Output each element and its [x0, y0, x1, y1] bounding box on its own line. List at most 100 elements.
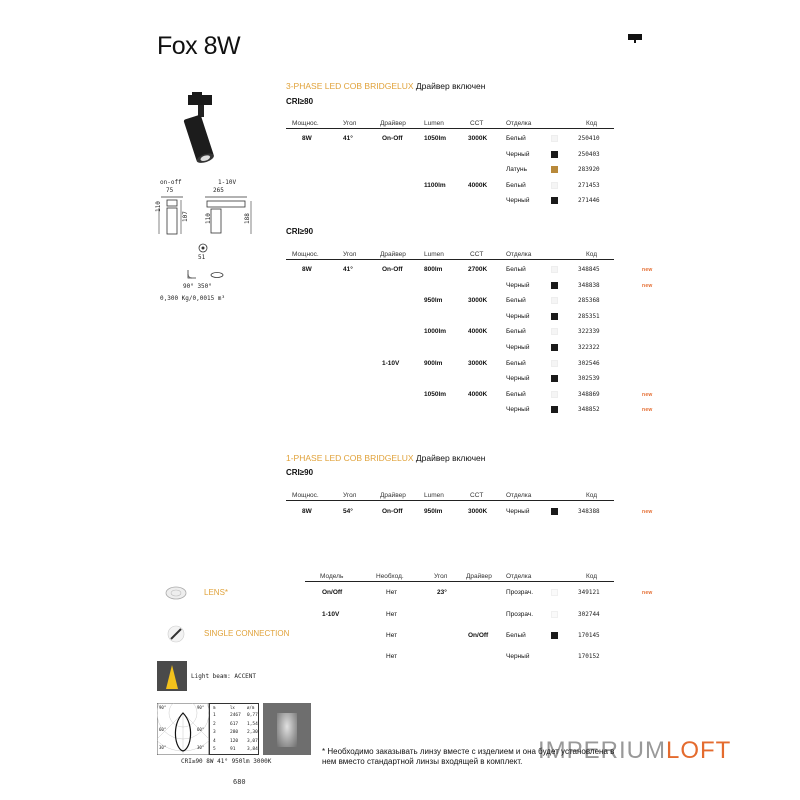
photo-table-cell: 5	[213, 747, 216, 752]
cct-cell: 4000K	[468, 328, 488, 336]
code-cell: 271453	[578, 181, 600, 189]
driver-cell: On-Off	[382, 508, 403, 515]
lumen-cell: 950lm	[424, 297, 443, 305]
finish-cell: Белый	[506, 135, 526, 142]
column-header-lumen: Lumen	[424, 120, 444, 127]
finish-swatch	[551, 359, 558, 367]
column-header-cct: CCT	[470, 251, 484, 258]
code-cell: 250403	[578, 150, 600, 158]
photo-table-cell: 91	[230, 747, 236, 752]
accessory-code: 170152	[578, 653, 600, 660]
dim-h1: 110	[155, 201, 162, 212]
column-header-finish: Отделка	[506, 120, 532, 127]
accessory-finish: Черный	[506, 653, 530, 660]
finish-cell: Латунь	[506, 166, 528, 173]
footnote: * Необходимо заказывать линзу вместе с и…	[322, 747, 615, 766]
accessory-column-angle: Угол	[434, 573, 448, 580]
cct-cell: 3000K	[468, 508, 488, 515]
polar-angle-label: 30°	[197, 745, 205, 750]
column-header-code: Код	[586, 120, 598, 127]
brand-logo: IMPERIUMLOFT	[538, 737, 732, 764]
column-header-driver: Драйвер	[380, 120, 406, 127]
new-badge: new	[642, 590, 653, 596]
photo-table-header: ø/m	[247, 705, 255, 710]
section1-cri: CRI≥80	[286, 97, 314, 106]
column-header-finish: Отделка	[506, 492, 532, 499]
dim-h4: 188	[244, 213, 251, 224]
page-number: 680	[233, 778, 246, 786]
code-cell: 348838	[578, 281, 600, 289]
cct-cell: 3000K	[468, 297, 488, 305]
finish-cell: Черный	[506, 312, 530, 320]
dim-d: 51	[198, 254, 206, 261]
beam-photo-image	[263, 703, 311, 755]
photo-table-cell: 2,30	[247, 730, 258, 735]
finish-cell: Белый	[506, 328, 526, 336]
lumen-cell: 950lm	[424, 508, 443, 515]
dim-h3: 110	[205, 213, 212, 224]
finish-swatch	[551, 375, 558, 383]
finish-cell: Черный	[506, 281, 530, 289]
cct-cell: 4000K	[468, 390, 488, 398]
column-header-angle: Угол	[343, 251, 357, 258]
photo-table-cell: 0,77	[247, 713, 258, 718]
finish-cell: Белый	[506, 297, 526, 305]
angle-cell: 41°	[343, 266, 353, 273]
tilt-angle-icon	[187, 270, 196, 279]
polar-angle-label: 90°	[159, 705, 167, 710]
accessory-swatch	[551, 611, 558, 618]
angles-label: 90° 350°	[183, 283, 212, 290]
angle-cell: 54°	[343, 508, 353, 515]
photo-table-header: lx	[230, 705, 235, 710]
finish-cell: Черный	[506, 150, 530, 158]
finish-swatch	[551, 297, 558, 305]
code-cell: 322322	[578, 344, 600, 351]
accessory-required: Нет	[386, 589, 398, 596]
finish-cell: Черный	[506, 508, 530, 515]
finish-cell: Черный	[506, 375, 530, 383]
cct-cell: 4000K	[468, 181, 488, 189]
diameter-icon	[198, 243, 208, 253]
new-badge: new	[642, 282, 653, 289]
accessory-model: On/Off	[322, 589, 343, 596]
finish-cell: Белый	[506, 390, 526, 398]
accessory-column-driver: Драйвер	[466, 573, 492, 580]
finish-swatch	[551, 135, 558, 142]
photo-table-cell: 280	[230, 730, 239, 735]
code-cell: 271446	[578, 197, 600, 204]
dim-label: 1-10V	[218, 179, 237, 186]
finish-cell: Белый	[506, 266, 526, 273]
code-cell: 348388	[578, 508, 600, 515]
finish-swatch	[551, 266, 558, 273]
accessory-code: 349121	[578, 589, 600, 596]
accessory-column-code: Код	[586, 573, 598, 580]
column-header-code: Код	[586, 492, 598, 499]
finish-cell: Черный	[506, 197, 530, 204]
single-connection-label: SINGLE CONNECTION	[204, 629, 290, 638]
corner-mark-icon	[628, 34, 642, 43]
accessory-finish: Прозрач.	[506, 589, 534, 596]
single-connection-icon	[167, 625, 185, 643]
finish-swatch	[551, 328, 558, 336]
accessory-finish: Белый	[506, 632, 526, 639]
finish-swatch	[551, 406, 558, 414]
accessory-required: Нет	[386, 653, 398, 660]
finish-cell: Белый	[506, 181, 526, 189]
light-beam-label: Light beam: ACCENT	[191, 673, 257, 680]
photo-table-cell: 2467	[230, 713, 241, 718]
accessory-angle: 23°	[437, 589, 447, 596]
header-rule	[286, 259, 614, 260]
weight-label: 0,300 Kg/0,0015 m³	[160, 295, 226, 302]
finish-swatch	[551, 344, 558, 351]
driver-cell: On-Off	[382, 135, 403, 142]
power-cell: 8W	[302, 508, 312, 515]
code-cell: 322339	[578, 328, 600, 336]
header-rule	[286, 128, 614, 129]
polar-angle-label: 90°	[197, 705, 205, 710]
dimension-drawing	[158, 196, 252, 235]
photometric-caption: CRI≥90 8W 41° 950lm 3000K	[181, 758, 272, 765]
column-header-power: Мощнос.	[292, 492, 319, 499]
lumen-cell: 800lm	[424, 266, 443, 273]
accessory-column-model: Модель	[320, 573, 344, 580]
